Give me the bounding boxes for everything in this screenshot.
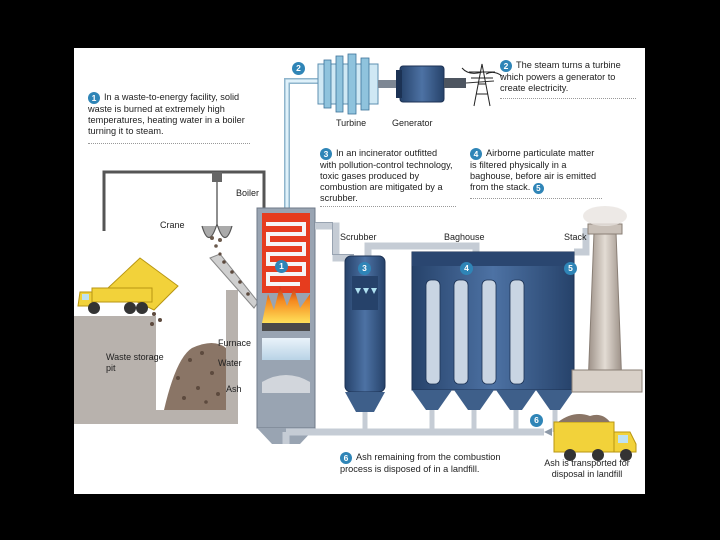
caption-4-divider [470, 198, 602, 199]
label-ash: Ash [226, 384, 242, 394]
caption-2-number: 2 [500, 60, 512, 72]
caption-6-number: 6 [340, 452, 352, 464]
caption-2-text: The steam turns a turbine which powers a… [500, 60, 621, 93]
caption-1-divider [88, 143, 250, 144]
boiler-furnace [256, 207, 316, 444]
label-crane: Crane [160, 220, 185, 230]
boiler-coil [266, 222, 306, 286]
label-scrubber: Scrubber [340, 232, 377, 242]
caption-3-divider [320, 206, 456, 207]
crane-trolley [212, 172, 222, 182]
caption-1-number: 1 [88, 92, 100, 104]
scrubber [344, 255, 386, 412]
caption-6-text: Ash remaining from the combustion proces… [340, 452, 501, 474]
generator [396, 65, 495, 103]
waste-to-energy-diagram [74, 53, 643, 461]
badge-1: 1 [275, 260, 288, 273]
caption-3-number: 3 [320, 148, 332, 160]
fire-icon [262, 286, 310, 323]
dump-truck [77, 257, 179, 326]
label-boiler: Boiler [236, 188, 260, 198]
label-ash-truck: Ash is transported for disposal in landf… [544, 458, 630, 479]
caption-4-stack-ref: 5 [532, 183, 544, 194]
caption-4-number: 4 [470, 148, 482, 160]
caption-3-text: In an incinerator outfitted with polluti… [320, 148, 453, 203]
power-pylon-icon [461, 63, 503, 107]
waste-storage-pit [74, 290, 238, 424]
label-turbine: Turbine [336, 118, 367, 128]
label-baghouse: Baghouse [444, 232, 485, 242]
smoke [583, 206, 627, 226]
badge-4: 4 [460, 262, 473, 275]
caption-4-text: Airborne particulate matter is filtered … [470, 148, 597, 192]
label-stack: Stack [564, 232, 587, 242]
ash-truck [553, 414, 637, 461]
label-furnace: Furnace [218, 338, 252, 348]
stack [571, 206, 643, 393]
turbine [317, 53, 400, 115]
badge-2: 2 [292, 62, 305, 75]
label-waste-storage-pit: Waste storage pit [106, 352, 164, 373]
caption-1-text: In a waste-to-energy facility, solid was… [88, 92, 245, 136]
ash-conveyor [282, 428, 544, 444]
baghouse [411, 251, 575, 410]
label-generator: Generator [392, 118, 433, 128]
caption-2-divider [500, 98, 636, 99]
crane-claw [201, 221, 233, 239]
crane-gantry [102, 170, 266, 231]
label-water: Water [218, 358, 242, 368]
steam-pipe [284, 78, 318, 213]
badge-3: 3 [358, 262, 371, 275]
badge-5: 5 [564, 262, 577, 275]
badge-6: 6 [530, 414, 543, 427]
